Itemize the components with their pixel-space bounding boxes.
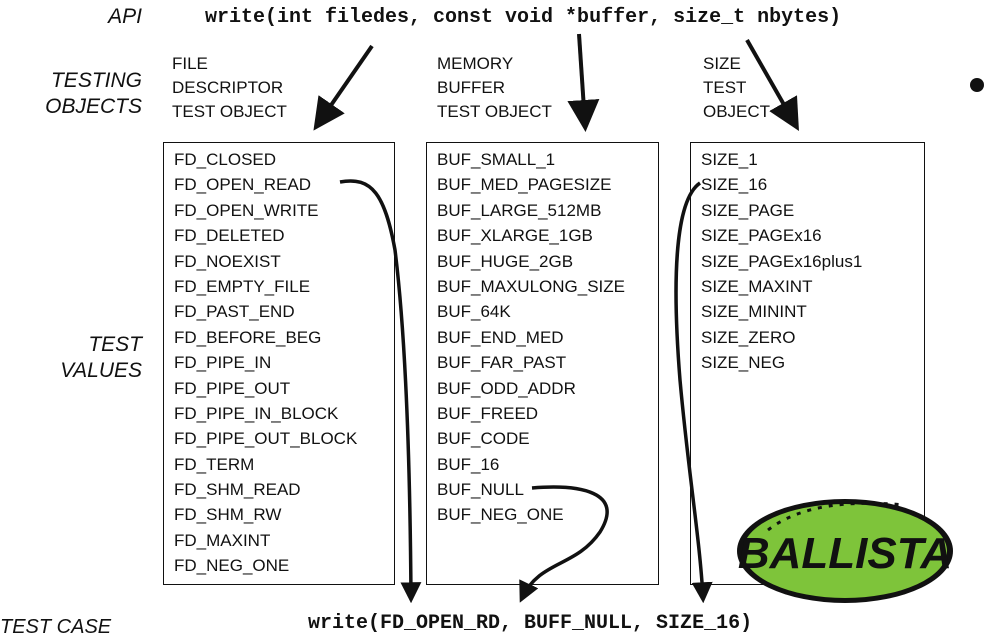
list-item: SIZE_NEG — [701, 353, 786, 373]
test-values-line-2: VALUES — [60, 359, 142, 382]
testing-objects-label: TESTING OBJECTS — [20, 68, 142, 120]
size-header-line-1: SIZE — [703, 54, 741, 73]
arrow-filedes-to-fd-objects — [313, 44, 374, 131]
test-values-line-1: TEST — [88, 333, 142, 356]
buffer-values-box: BUF_SMALL_1 BUF_MED_PAGESIZE BUF_LARGE_5… — [426, 142, 659, 585]
list-item: FD_PIPE_OUT_BLOCK — [174, 429, 358, 449]
buffer-header-line-3: TEST OBJECT — [437, 102, 552, 121]
arrow-fd-open-read-to-test-case — [339, 179, 422, 604]
list-item: BUF_64K — [437, 302, 511, 322]
testing-objects-line-1: TESTING — [50, 69, 142, 92]
size-header-line-2: TEST — [703, 78, 747, 97]
list-item: FD_CLOSED — [174, 150, 277, 169]
list-item: SIZE_PAGEx16 — [701, 226, 822, 246]
bullet-dot — [970, 78, 984, 92]
logo-text: BALLISTA — [738, 529, 952, 578]
list-item: FD_MAXINT — [174, 530, 271, 550]
list-item: SIZE_ZERO — [701, 327, 796, 347]
buffer-header-line-2: BUFFER — [437, 78, 505, 97]
list-item: FD_PIPE_IN — [174, 353, 272, 373]
list-item: SIZE_MININT — [701, 302, 807, 322]
logo-fill — [743, 504, 947, 598]
list-item: BUF_ODD_ADDR — [437, 378, 576, 398]
list-item: BUF_NEG_ONE — [437, 505, 564, 525]
list-item: BUF_HUGE_2GB — [437, 251, 574, 271]
list-item: BUF_XLARGE_1GB — [437, 226, 593, 246]
list-item: BUF_NULL — [437, 480, 524, 500]
size-column-header: SIZE TEST OBJECT — [703, 52, 770, 124]
fd-values-list: FD_CLOSED FD_OPEN_READ FD_OPEN_WRITE FD_… — [164, 143, 394, 579]
list-item: FD_PIPE_OUT — [174, 378, 291, 398]
testing-objects-line-2: OBJECTS — [45, 95, 142, 118]
arrow-size-16-to-test-case — [674, 181, 713, 604]
list-item: BUF_MED_PAGESIZE — [437, 175, 612, 195]
fd-values-box: FD_CLOSED FD_OPEN_READ FD_OPEN_WRITE FD_… — [163, 142, 395, 585]
list-item: FD_BEFORE_BEG — [174, 327, 322, 347]
list-item: SIZE_PAGE — [701, 200, 795, 220]
arrow-nbytes-to-size-objects — [745, 39, 799, 131]
fd-header-line-2: DESCRIPTOR — [172, 78, 284, 97]
buffer-header-line-1: MEMORY — [437, 54, 514, 73]
list-item: SIZE_16 — [701, 175, 768, 195]
list-item: FD_PAST_END — [174, 302, 295, 322]
test-case-label: TEST CASE — [0, 616, 112, 638]
list-item: BUF_LARGE_512MB — [437, 200, 602, 220]
fd-header-line-1: FILE — [172, 54, 208, 73]
buffer-column-header: MEMORY BUFFER TEST OBJECT — [437, 52, 552, 124]
fd-header-line-3: TEST OBJECT — [172, 102, 287, 121]
list-item: BUF_SMALL_1 — [437, 150, 556, 169]
list-item: SIZE_1 — [701, 150, 758, 169]
list-item: FD_TERM — [174, 454, 255, 474]
list-item: FD_SHM_RW — [174, 505, 282, 525]
test-values-label: TEST VALUES — [40, 332, 142, 384]
size-values-list: SIZE_1 SIZE_16 SIZE_PAGE SIZE_PAGEx16 SI… — [691, 143, 924, 376]
ballista-logo: BALLISTA — [737, 499, 953, 603]
list-item: BUF_CODE — [437, 429, 530, 449]
list-item: BUF_16 — [437, 454, 500, 474]
buffer-values-list: BUF_SMALL_1 BUF_MED_PAGESIZE BUF_LARGE_5… — [427, 143, 658, 528]
list-item: FD_NOEXIST — [174, 251, 281, 271]
list-item: SIZE_MAXINT — [701, 276, 813, 296]
size-header-line-3: OBJECT — [703, 102, 771, 121]
list-item: FD_NEG_ONE — [174, 556, 290, 576]
api-signature: write(int filedes, const void *buffer, s… — [205, 6, 842, 29]
list-item: SIZE_PAGEx16plus1 — [701, 251, 863, 271]
list-item: BUF_FREED — [437, 403, 539, 423]
list-item: BUF_MAXULONG_SIZE — [437, 276, 625, 296]
list-item: FD_OPEN_WRITE — [174, 200, 319, 220]
list-item: FD_SHM_READ — [174, 480, 301, 500]
list-item: FD_OPEN_READ — [174, 175, 311, 195]
list-item: FD_DELETED — [174, 226, 285, 246]
list-item: BUF_FAR_PAST — [437, 353, 567, 373]
test-case-call: write(FD_OPEN_RD, BUFF_NULL, SIZE_16) — [308, 612, 753, 635]
list-item: FD_PIPE_IN_BLOCK — [174, 403, 339, 423]
api-label: API — [108, 5, 142, 28]
arrow-buf-null-to-test-case — [519, 485, 609, 603]
list-item: BUF_END_MED — [437, 327, 564, 347]
fd-column-header: FILE DESCRIPTOR TEST OBJECT — [172, 52, 287, 124]
list-item: FD_EMPTY_FILE — [174, 276, 311, 296]
arrow-buffer-to-buffer-objects — [567, 33, 600, 132]
